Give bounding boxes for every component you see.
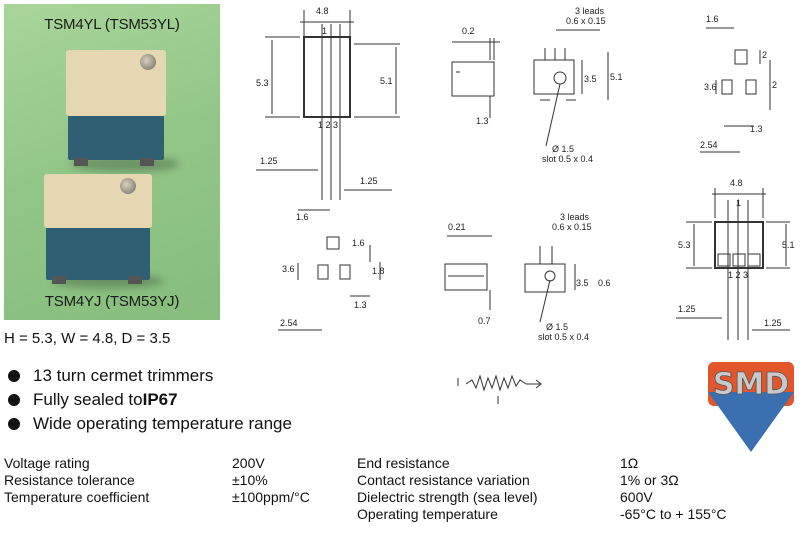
feature-item: 13 turn cermet trimmers xyxy=(8,364,292,388)
dim-label: 1.6 xyxy=(296,212,309,222)
dim-label: 0.6 x 0.15 xyxy=(552,222,592,232)
dim-label: 0.7 xyxy=(478,316,491,326)
photo-caption-bottom: TSM4YJ (TSM53YJ) xyxy=(44,293,180,310)
dim-label: 5.1 xyxy=(782,240,795,250)
package-dimensions: H = 5.3, W = 4.8, D = 3.5 xyxy=(4,330,171,347)
bullet-icon xyxy=(8,394,20,406)
spec-values-right: 1Ω 1% or 3Ω 600V -65°C to + 155°C xyxy=(620,455,727,523)
drawing-top-view-yj xyxy=(676,188,790,340)
dim-label: 1.6 xyxy=(706,14,719,24)
dim-label: 0.21 xyxy=(448,222,466,232)
spec-label: Contact resistance variation xyxy=(357,472,530,488)
adjust-screw-icon xyxy=(120,178,136,194)
photo-caption-top: TSM4YL (TSM53YL) xyxy=(44,16,180,33)
dim-label: 1.3 xyxy=(750,124,763,134)
dim-label: 1.25 xyxy=(360,176,378,186)
dim-label: 0.6 xyxy=(598,278,611,288)
potentiometer-symbol xyxy=(457,374,542,404)
spec-label: Operating temperature xyxy=(357,506,498,522)
spec-value: 1Ω xyxy=(620,455,639,471)
spec-value: 200V xyxy=(232,455,265,471)
dim-label: 5.3 xyxy=(678,240,691,250)
drawing-side-view-yl xyxy=(451,29,609,147)
spec-values-left: 200V ±10% ±100ppm/°C xyxy=(232,455,310,506)
dim-label: 2.54 xyxy=(280,318,298,328)
spec-label: Resistance tolerance xyxy=(4,472,135,488)
dim-label: 4.8 xyxy=(730,178,743,188)
dim-label: 2 xyxy=(772,80,777,90)
spec-label: Voltage rating xyxy=(4,455,90,471)
spec-labels-left: Voltage rating Resistance tolerance Temp… xyxy=(4,455,149,506)
trimmer-part-bottom xyxy=(40,170,170,290)
bullet-icon xyxy=(8,370,20,382)
drawing-footprint-yl xyxy=(700,27,771,153)
dim-label: 3 leads xyxy=(575,6,605,16)
spec-value: -65°C to + 155°C xyxy=(620,506,727,522)
dim-label: 1.25 xyxy=(764,318,782,328)
trimmer-part-top xyxy=(60,44,180,174)
dim-label: 1.3 xyxy=(476,116,489,126)
dim-label: 5.1 xyxy=(610,72,623,82)
dim-label: 2 xyxy=(762,50,767,60)
logo-text: SMD xyxy=(713,367,789,402)
dim-label: 1.3 xyxy=(354,300,367,310)
dim-label: 3.5 xyxy=(584,74,597,84)
dim-label: 2.54 xyxy=(700,140,718,150)
feature-list: 13 turn cermet trimmers Fully sealed to … xyxy=(8,364,292,436)
dim-label: 4.8 xyxy=(316,6,329,16)
spec-value: ±100ppm/°C xyxy=(232,489,310,505)
dim-label: 1.8 xyxy=(372,266,385,276)
dim-label: 0.2 xyxy=(462,26,475,36)
dim-label: 1.6 xyxy=(352,238,365,248)
adjust-screw-icon xyxy=(140,54,156,70)
smd-logo: SMD xyxy=(708,362,794,452)
dim-label: 1 xyxy=(322,26,327,36)
dim-label: 1.25 xyxy=(678,304,696,314)
dim-label: 1 xyxy=(736,198,741,208)
dim-label: 0.6 x 0.15 xyxy=(566,16,606,26)
feature-item: Wide operating temperature range xyxy=(8,412,292,436)
dim-label: 3.6 xyxy=(282,264,295,274)
spec-label: Temperature coefficient xyxy=(4,489,150,505)
spec-value: ±10% xyxy=(232,472,268,488)
dim-label: slot 0.5 x 0.4 xyxy=(538,332,589,342)
spec-value: 1% or 3Ω xyxy=(620,472,679,488)
dim-label: 5.1 xyxy=(380,76,393,86)
dim-label: 3.5 xyxy=(576,278,589,288)
dim-label: 1 2 3 xyxy=(728,270,748,280)
spec-label: Dielectric strength (sea level) xyxy=(357,489,538,505)
spec-label: End resistance xyxy=(357,455,450,471)
dim-label: slot 0.5 x 0.4 xyxy=(542,154,593,164)
dim-label: Ø 1.5 xyxy=(552,144,574,154)
spec-labels-right: End resistance Contact resistance variat… xyxy=(357,455,538,523)
bullet-icon xyxy=(8,418,20,430)
drawing-footprint-yj xyxy=(278,209,381,331)
feature-item: Fully sealed to IP67 xyxy=(8,388,292,412)
dim-label: Ø 1.5 xyxy=(546,322,568,332)
dim-label: 1 2 3 xyxy=(318,120,338,130)
dim-label: 3 leads xyxy=(560,212,590,222)
spec-value: 600V xyxy=(620,489,653,505)
dim-label: 3.6 xyxy=(704,82,717,92)
dim-label: 5.3 xyxy=(256,78,269,88)
drawing-side-view-yj xyxy=(444,235,576,323)
dim-label: 1.25 xyxy=(260,156,278,166)
drawing-top-view-yl xyxy=(256,10,400,200)
product-photo: TSM4YL (TSM53YL) TSM4YJ (TSM53YJ) xyxy=(4,4,220,320)
